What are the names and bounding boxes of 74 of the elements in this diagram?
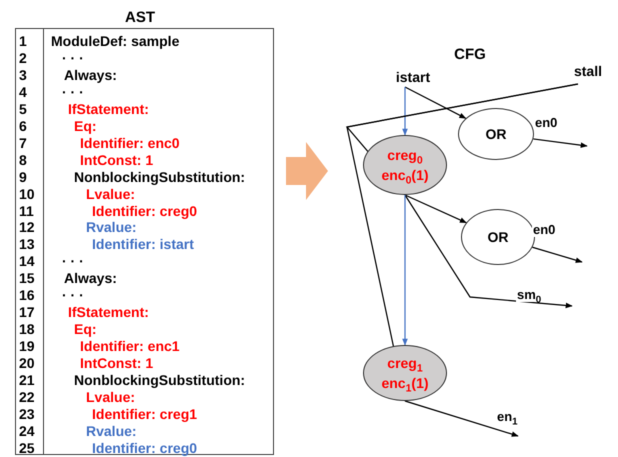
code-line: Always: [64,270,117,286]
code-line: IntConst: 1 [80,355,154,372]
line-number: 2 [19,50,27,66]
line-number: 18 [19,321,35,338]
edge-label: en0 [532,222,556,237]
code-line: NonblockingSubstitution: [74,168,246,185]
line-number: 10 [19,186,35,202]
line-number: 1 [19,33,27,49]
code-line: Identifier: enc1 [80,338,180,354]
arrow [404,194,467,224]
edge-label: en0 [534,115,558,130]
line-number: 20 [19,355,35,372]
signal-label: stall [566,62,610,80]
line-number: 22 [19,388,35,405]
arrow [404,194,573,308]
node-text: creg$_{0}$ [387,146,423,165]
arrow [402,195,408,346]
line-number: 12 [19,219,35,236]
line-number: 8 [19,152,27,168]
code-line: NonblockingSubstitution: [74,372,246,388]
panel-title: CFG [453,46,487,63]
code-line: Identifier: istart [92,236,194,252]
line-number: 23 [19,406,35,422]
line-number: 13 [19,236,35,252]
node-text: enc$_{1}$(1) [381,374,429,393]
code-line: IntConst: 1 [80,152,154,168]
line-number: 14 [19,253,35,270]
code-line: Always: [64,66,117,83]
arrow [533,138,588,148]
line-number: 7 [19,134,27,151]
line-number: 4 [19,84,27,100]
line-number: 21 [19,372,35,388]
code-line: IfStatement: [68,304,149,320]
code-line: IfStatement: [68,100,149,117]
line-number: 17 [19,304,35,320]
node-text: OR [486,125,506,144]
code-line: Lvalue: [86,388,136,405]
line-number: 6 [19,118,27,134]
arrow [402,87,408,136]
line-number: 15 [19,270,35,286]
line-number: 11 [19,202,34,218]
ast-listing-box [43,28,274,455]
code-line: · · · [62,253,84,270]
signal-label: istart [385,68,441,86]
code-line: Identifier: enc0 [80,134,180,151]
line-number-column [15,28,44,455]
node-text: OR [488,228,508,247]
node-text: enc$_{0}$(1) [381,166,429,185]
arrow [532,246,583,263]
code-line: Rvalue: [86,219,137,236]
node-text: creg$_{1}$ [387,354,423,373]
code-line: · · · [62,50,84,66]
arrow [404,86,466,119]
arrow [404,400,519,437]
or-gate-ellipse [458,108,534,160]
code-line: Identifier: creg0 [92,440,198,456]
code-line: Eq: [74,118,97,134]
line-number: 9 [19,168,27,185]
line-number: 24 [19,422,35,439]
line-number: 3 [19,66,27,83]
line-number: 25 [19,440,35,456]
code-line: Eq: [74,321,97,338]
line-number: 19 [19,338,35,354]
code-line: · · · [62,84,84,100]
code-line: Identifier: creg0 [92,202,198,218]
code-line: ModuleDef: sample [51,33,180,49]
line-number: 5 [19,100,27,117]
code-line: Lvalue: [86,186,136,202]
code-line: · · · [62,287,84,304]
block-arrow [286,142,328,200]
code-line: Rvalue: [86,422,137,439]
code-line: Identifier: creg1 [92,406,198,422]
panel-title: AST [124,9,156,26]
line-number: 16 [19,287,35,304]
